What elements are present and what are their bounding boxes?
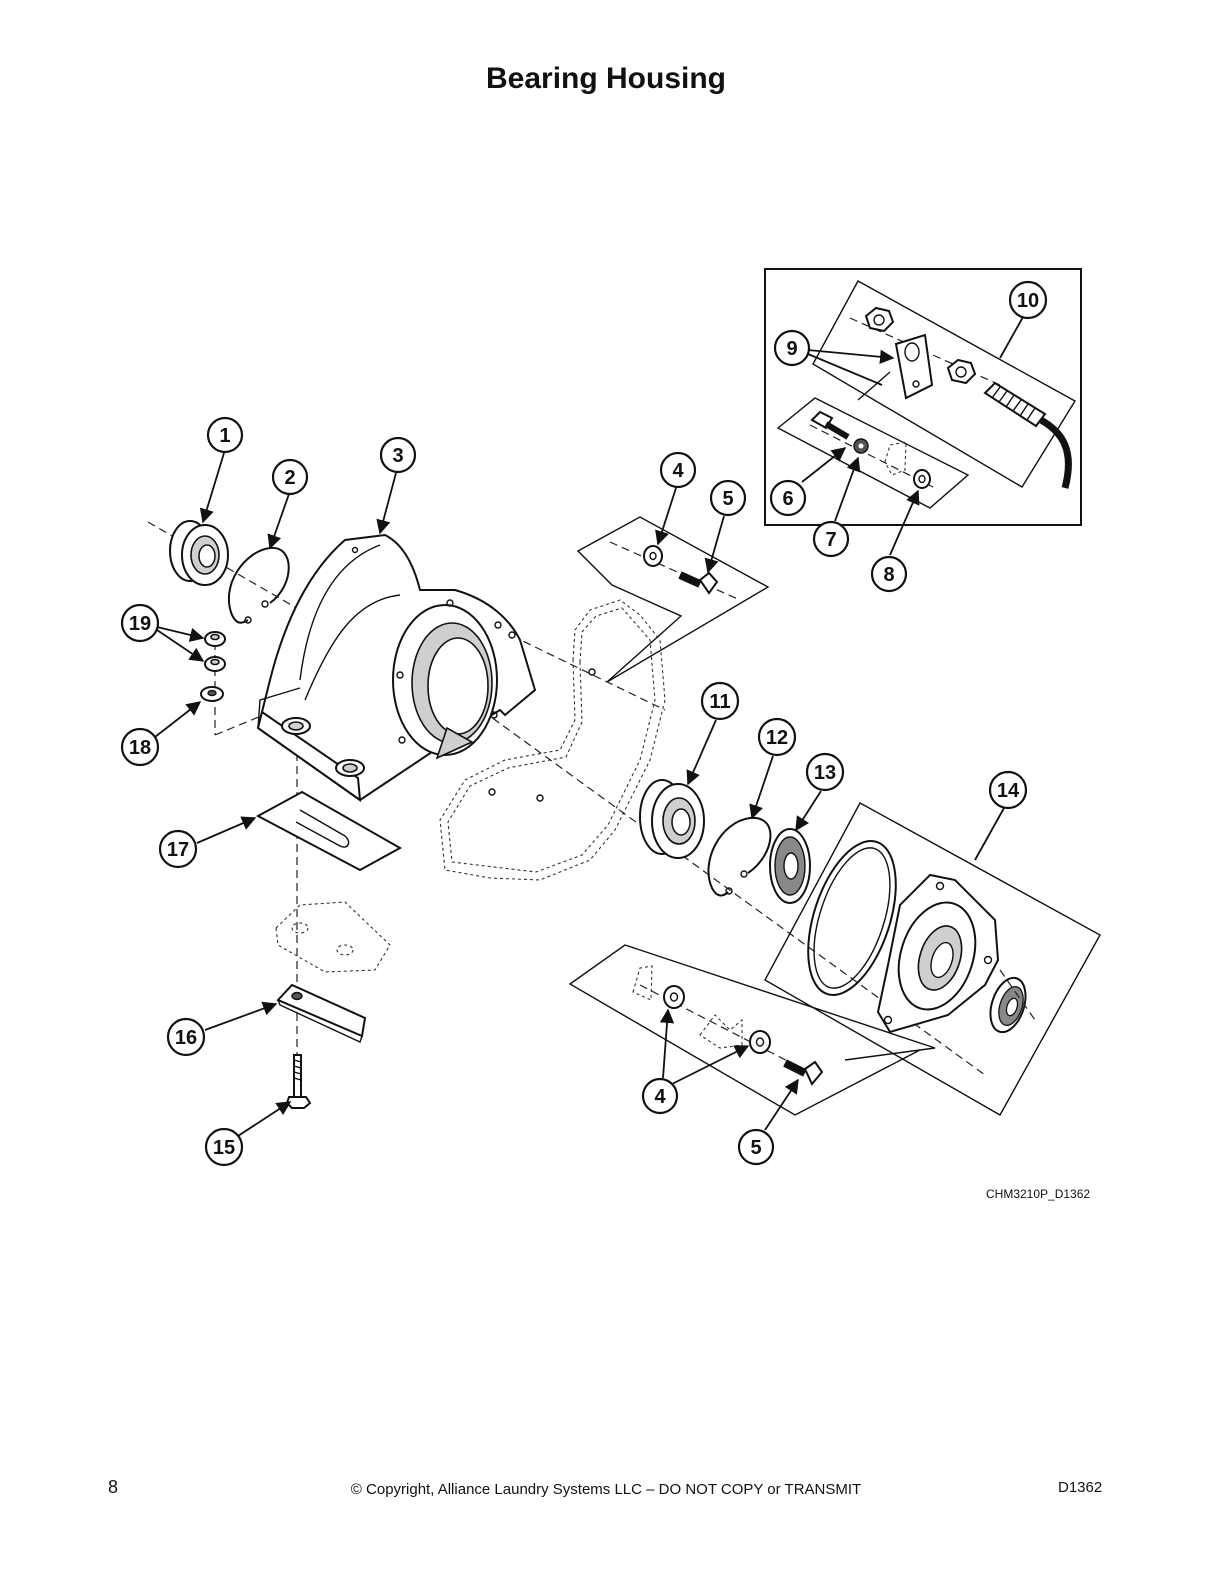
callout-7: 7 [812, 520, 850, 558]
callout-5-lower: 5 [737, 1128, 775, 1166]
callout-label: 7 [825, 529, 836, 551]
callout-11: 11 [700, 681, 740, 721]
callout-label: 4 [672, 460, 684, 482]
callout-label: 3 [392, 445, 403, 467]
callout-label: 17 [167, 839, 189, 861]
bolt-15 [285, 1054, 312, 1109]
shim-17 [255, 790, 403, 872]
lower-hardware-panel [568, 944, 936, 1116]
callout-label: 12 [766, 727, 788, 749]
callout-label: 10 [1017, 290, 1039, 312]
bearing-1 [169, 520, 229, 586]
callout-13: 13 [805, 752, 845, 792]
callout-label: 16 [175, 1027, 197, 1049]
callout-5-upper: 5 [709, 479, 747, 517]
frame-reference-outline [439, 599, 666, 881]
callout-4-lower: 4 [641, 1077, 679, 1115]
callout-6: 6 [769, 479, 807, 517]
lock-nuts-19 [204, 631, 226, 672]
callout-18: 18 [120, 727, 160, 767]
page-title: Bearing Housing [485, 62, 726, 95]
callout-label: 14 [997, 780, 1020, 802]
callout-19: 19 [120, 603, 160, 643]
callout-label: 9 [786, 338, 797, 360]
callout-17: 17 [158, 829, 198, 869]
retaining-ring-12 [707, 816, 772, 897]
callout-label: 5 [750, 1137, 761, 1159]
callout-1: 1 [206, 416, 244, 454]
callout-label: 19 [129, 613, 151, 635]
upper-hardware-panel [576, 516, 770, 683]
bearing-cap-assembly-14 [764, 802, 1101, 1116]
leader-lines [154, 316, 1024, 1137]
page-number: 8 [108, 1477, 119, 1497]
sensor-detail-inset [764, 268, 1082, 526]
callout-3: 3 [379, 436, 417, 474]
callout-label: 11 [709, 691, 730, 713]
callout-label: 15 [213, 1137, 235, 1159]
callout-label: 2 [284, 467, 295, 489]
washer-18 [200, 686, 224, 702]
callout-label: 4 [654, 1086, 666, 1108]
callout-label: 8 [883, 564, 894, 586]
callout-16: 16 [166, 1017, 206, 1057]
callout-4-upper: 4 [659, 451, 697, 489]
bearing-housing-3 [256, 533, 537, 803]
drawing-id: CHM3210P_D1362 [986, 1187, 1091, 1201]
mounting-channel-16 [276, 983, 367, 1043]
callout-label: 13 [814, 762, 836, 784]
callout-label: 18 [129, 737, 151, 759]
proximity-sensor [983, 381, 1072, 489]
callout-14: 14 [988, 770, 1028, 810]
callout-15: 15 [204, 1127, 244, 1167]
bearing-11 [639, 779, 705, 859]
callout-8: 8 [870, 555, 908, 593]
retaining-ring-2 [227, 546, 290, 624]
callout-10: 10 [1008, 280, 1048, 320]
document-code: D1362 [1058, 1479, 1103, 1496]
callout-label: 1 [219, 425, 230, 447]
callout-9: 9 [773, 329, 811, 367]
callout-label: 5 [722, 488, 733, 510]
copyright-notice: © Copyright, Alliance Laundry Systems LL… [350, 1481, 862, 1498]
seal-13 [769, 828, 811, 904]
callout-2: 2 [271, 458, 309, 496]
callout-label: 6 [782, 488, 793, 510]
callout-12: 12 [757, 717, 797, 757]
